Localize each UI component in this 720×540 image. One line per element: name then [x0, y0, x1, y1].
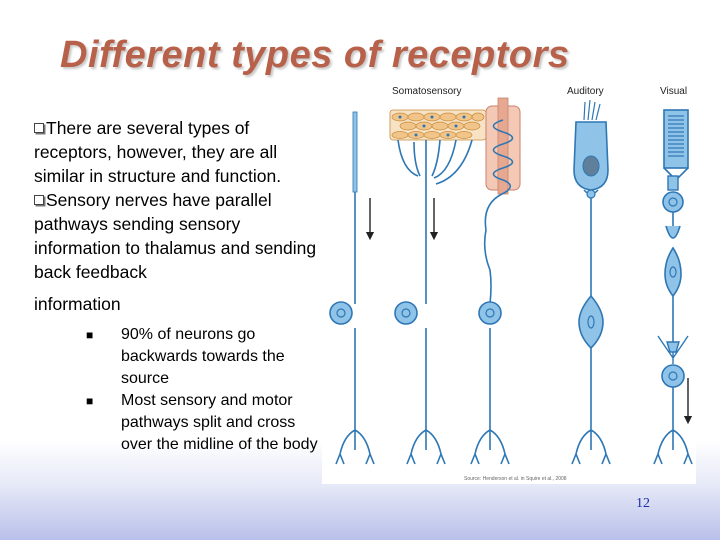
- nucleus-1: [336, 308, 346, 318]
- hair-follicle-receptor: [484, 97, 521, 231]
- square-bullet-icon: [34, 195, 44, 205]
- auditory-label: Auditory: [567, 86, 604, 97]
- auditory-hair-cell: [573, 99, 609, 199]
- somatosensory-label: Somatosensory: [392, 86, 461, 97]
- sub-bullet-text: 90% of neurons go backwards towards the …: [121, 326, 285, 387]
- branched-ending-neuron: [397, 139, 473, 465]
- nucleus-3: [485, 308, 495, 318]
- slide-body: There are several types of receptors, ho…: [34, 116, 324, 456]
- receptor-types-figure: Somatosensory Auditory Visual: [322, 80, 696, 484]
- sub-bullet-list: ■ 90% of neurons go backwards towards the…: [34, 324, 324, 456]
- sub-bullet-item: ■ 90% of neurons go backwards towards the…: [34, 324, 324, 390]
- bullet-text-1: There are several types of receptors, ho…: [34, 118, 282, 186]
- page-number: 12: [636, 496, 650, 511]
- figure-credit: Source: Henderson et al. in Squire et al…: [464, 476, 567, 482]
- bullet-text-2: Sensory nerves have parallel pathways se…: [34, 190, 317, 282]
- auditory-neuron: [571, 198, 611, 465]
- slide-title: Different types of receptors: [60, 34, 570, 76]
- nucleus-2: [401, 308, 411, 318]
- bipolar-nucleus: [587, 315, 595, 329]
- free-ending-tip: [352, 111, 358, 193]
- square-bullet-icon: [34, 123, 44, 133]
- sub-bullet-text: Most sensory and motor pathways split an…: [121, 392, 318, 453]
- hair-follicle-neuron: [470, 229, 510, 465]
- skin-cell-layer: [389, 109, 487, 141]
- photoreceptor-cell: [662, 109, 689, 239]
- small-square-bullet-icon: ■: [86, 394, 94, 408]
- bullet-paragraph-2: Sensory nerves have parallel pathways se…: [34, 188, 324, 284]
- bullet-paragraph-1: There are several types of receptors, ho…: [34, 116, 324, 188]
- small-square-bullet-icon: ■: [86, 328, 94, 342]
- sub-bullet-item: ■ Most sensory and motor pathways split a…: [34, 390, 324, 456]
- continuation-text: information: [34, 294, 121, 314]
- visual-label: Visual: [660, 86, 687, 97]
- visual-pathway-neurons: [653, 246, 693, 465]
